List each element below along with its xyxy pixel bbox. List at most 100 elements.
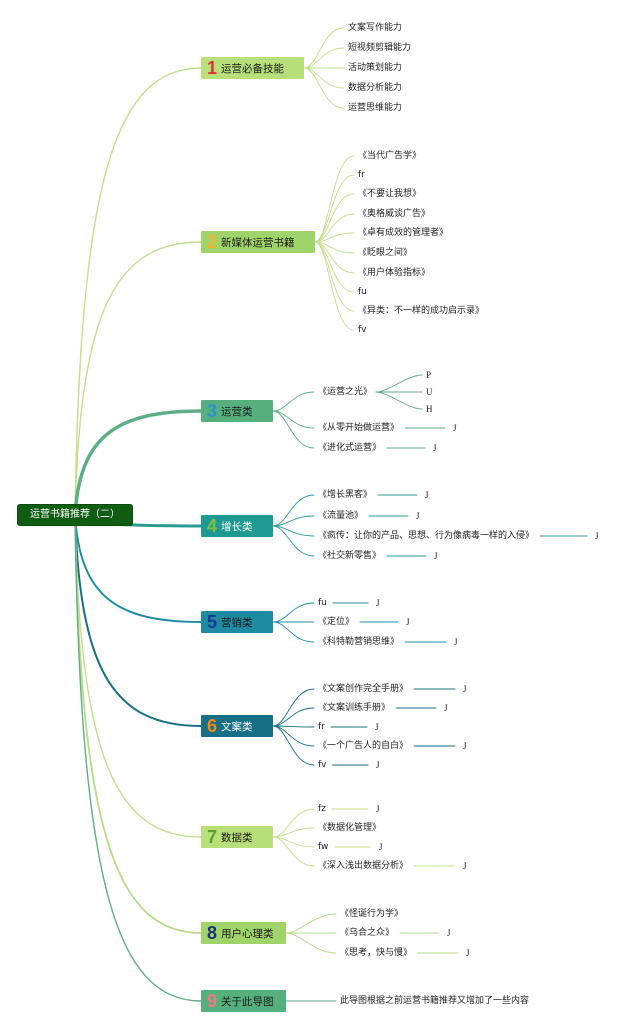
branch-number: 7 [207,827,218,847]
sub-connector [375,374,423,393]
leaf-item[interactable]: fz [318,804,326,814]
branch-number: 1 [207,58,218,78]
branch-label: 数据类 [221,831,253,844]
leaf-mark: J [444,703,448,713]
leaf-item[interactable]: 《科特勒营销思维》 [318,637,400,647]
branch-label: 用户心理类 [221,927,274,940]
leaf-mark: J [376,760,380,770]
leaf-item[interactable]: fu [318,598,327,608]
branch-connector [74,514,202,934]
leaf-mark: J [463,861,467,871]
leaf-item[interactable]: 《从零开始做运营》 [318,423,400,433]
leaf-item[interactable]: fw [318,842,329,852]
leaf-item[interactable]: 《怪诞行为学》 [340,909,404,919]
branch-label: 新媒体运营书籍 [221,236,295,249]
branch-connector [74,67,202,516]
leaf-item[interactable]: 《运营之光》 [318,387,373,397]
leaf-item[interactable]: 《数据化管理》 [318,823,382,833]
leaf-item[interactable]: fv [318,760,327,770]
leaf-connector [272,515,315,527]
leaf-connector [272,525,315,557]
branch-label: 运营必备技能 [221,62,285,75]
leaf-connector [272,808,315,838]
leaf-item[interactable]: 《文案创作完全手册》 [318,684,409,694]
leaf-item[interactable]: 《深入浅出数据分析》 [318,861,409,871]
leaf-item[interactable]: 活动策划能力 [348,63,403,73]
branch-label: 增长类 [221,520,253,533]
leaf-connector [272,391,315,412]
leaf-item[interactable]: 文案写作能力 [348,23,403,33]
branch-number: 2 [207,232,218,252]
leaf-item[interactable]: 《增长黑客》 [318,490,373,500]
branch-number: 4 [207,516,218,536]
sub-connector [375,391,423,410]
leaf-connector [272,688,315,727]
leaf-item[interactable]: 《社交新零售》 [318,551,382,561]
branch-number: 8 [207,923,218,943]
leaf-item[interactable]: 《异类：不一样的成功启示录》 [358,306,485,316]
leaf-item[interactable]: 短视频剪辑能力 [348,43,412,53]
sub-item: H [426,404,433,414]
leaf-item[interactable]: fu [358,287,367,297]
leaf-connector [303,47,345,69]
leaf-item[interactable]: 《用户体验指标》 [358,268,431,278]
leaf-connector [272,621,315,643]
leaf-item[interactable]: 《奥格威谈广告》 [358,209,431,219]
leaf-connector [272,725,315,728]
leaf-connector [314,232,355,243]
leaf-mark: J [454,637,458,647]
leaf-item[interactable]: 《乌合之众》 [340,928,395,938]
branch-connector [74,514,202,1002]
leaf-connector [272,410,315,449]
leaf-item[interactable]: 《定位》 [318,617,355,627]
branch-label: 关于此导图 [221,995,274,1008]
leaf-connector [314,155,355,243]
branch-connector [74,514,202,838]
leaf-mark: J [466,948,470,958]
leaf-connector [272,836,315,867]
leaf-item[interactable]: 《一个广告人的自白》 [318,741,409,751]
leaf-mark: J [447,928,451,938]
leaf-item[interactable]: fr [358,170,365,180]
leaf-connector [314,174,355,243]
leaf-connector [314,193,355,243]
leaf-connector [285,913,337,934]
leaf-connector [272,725,315,766]
leaf-connector [272,827,315,838]
leaf-item[interactable]: fr [318,722,325,732]
leaf-item[interactable]: 《流量池》 [318,511,364,521]
leaf-item[interactable]: 《疯传：让你的产品、思想、行为像病毒一样的入侵》 [318,531,535,541]
leaf-item[interactable]: 《文案训练手册》 [318,703,391,713]
leaf-mark: J [375,722,379,732]
leaf-item[interactable]: 《不要让我想》 [358,189,422,199]
leaf-item[interactable]: 《卓有成效的管理者》 [358,228,449,238]
branch-connector [73,409,203,517]
leaf-mark: J [433,443,437,453]
sub-item: P [426,370,432,380]
leaf-item[interactable]: 此导图根据之前运营书籍推荐又增加了一些内容 [340,996,530,1006]
leaf-item[interactable]: 运营思维能力 [348,103,403,113]
leaf-mark: J [595,531,599,541]
leaf-item[interactable]: 《当代广告学》 [358,151,422,161]
leaf-item[interactable]: 《眨眼之间》 [358,248,413,258]
leaf-connector [303,27,345,69]
leaf-connector [314,213,355,243]
leaf-item[interactable]: 《进化式运营》 [318,443,382,453]
leaf-item[interactable]: 数据分析能力 [348,83,403,93]
root-node[interactable]: 运营书籍推荐（二） [18,505,132,525]
leaf-item[interactable]: fv [358,325,367,335]
leaf-mark: J [416,511,420,521]
leaf-connector [272,602,315,623]
leaf-item[interactable]: 《思考，快与慢》 [340,948,413,958]
leaf-mark: J [379,842,383,852]
